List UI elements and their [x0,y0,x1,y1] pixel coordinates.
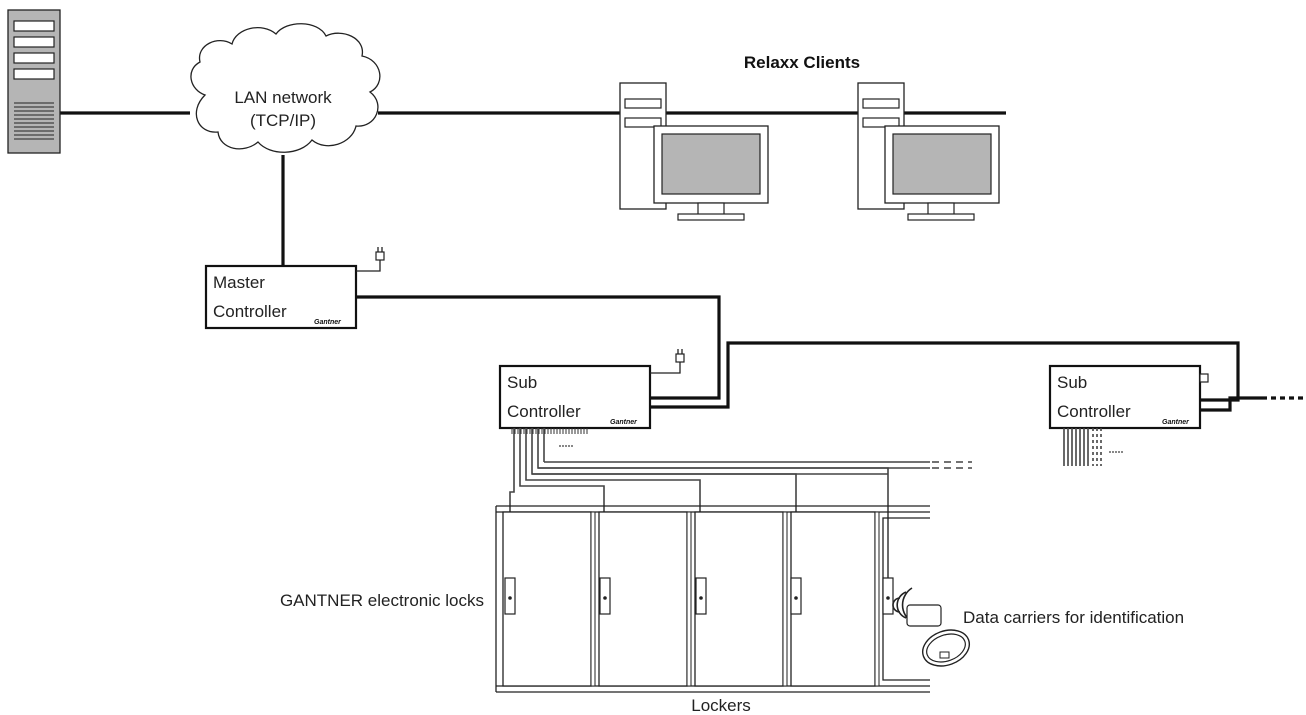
master-label-line2: Controller [213,302,287,321]
master-label-line1: Master [213,273,265,292]
master-brand-logo: Gantner [314,319,342,326]
lan-label-line1: LAN network [234,88,332,107]
power-plug-icon [1199,373,1209,383]
sub2-wire-stubs [1063,428,1089,466]
lockers-label: Lockers [691,696,751,715]
locks-label: GANTNER electronic locks [280,591,484,610]
sub1-connector-pins [511,428,588,434]
bus-sub1-to-sub2 [650,341,1240,409]
desktop-computer-icon [857,82,1000,221]
carriers-label: Data carriers for identification [963,608,1184,627]
lan-cloud: LAN network (TCP/IP) [190,23,381,153]
sub2-label-line1: Sub [1057,373,1087,392]
desktop-computer-icon [619,82,769,221]
electronic-lock-icon [882,577,894,615]
id-card-icon [906,604,942,627]
clients-label: Relaxx Clients [744,53,860,72]
electronic-lock-icon [790,577,802,615]
power-plug-icon [356,247,385,272]
sub1-label-line2: Controller [507,402,581,421]
sub2-brand-logo: Gantner [1162,419,1190,426]
sub1-ellipsis [559,445,573,447]
sub2-label-line2: Controller [1057,402,1131,421]
sub2-ellipsis [1109,451,1123,453]
sub-controller-1: Sub Controller Gantner [498,364,652,430]
sub-controller-2: Sub Controller Gantner [1048,364,1202,430]
locker-door [790,511,880,687]
bus-master-to-sub1 [356,295,721,400]
lan-label-line2: (TCP/IP) [250,111,316,130]
master-controller: Master Controller Gantner [204,264,358,330]
locker-door [694,511,788,687]
bus-sub2-out [1200,396,1262,412]
lock-wiring-dashed [932,461,972,469]
electronic-lock-icon [599,577,611,615]
electronic-lock-icon [504,577,516,615]
power-plug-icon [650,349,685,374]
sub1-brand-logo: Gantner [610,419,638,426]
sub1-label-line1: Sub [507,373,537,392]
electronic-lock-icon [695,577,707,615]
sub2-wire-stubs-dashed [1092,428,1102,466]
server-tower-icon [7,9,61,154]
locker-door [598,511,692,687]
wristband-icon [922,629,970,667]
locker-door [502,511,596,687]
